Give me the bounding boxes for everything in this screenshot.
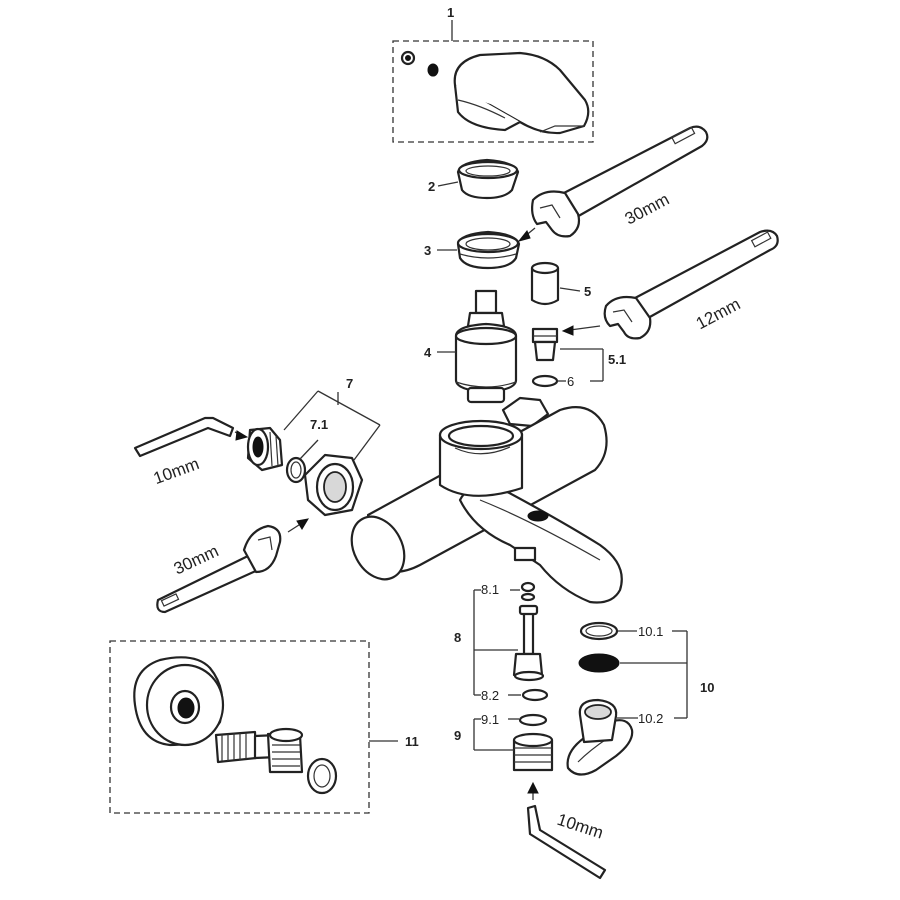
callout-6: 5 — [584, 284, 591, 299]
part-6-cap: 5 — [530, 261, 591, 306]
tool-size-10mm-left: 10mm — [151, 454, 202, 488]
part-11-dashed-box — [109, 640, 370, 814]
tool-size-10mm-bottom: 10mm — [555, 810, 606, 843]
tool-size-12mm: 12mm — [693, 294, 744, 333]
callout-8: 8 — [454, 630, 461, 645]
part-3-nut-ring: 3 — [424, 227, 536, 270]
callout-3: 3 — [424, 243, 431, 258]
callout-5-1: 7.1 — [310, 417, 328, 432]
lever-handle-icon — [453, 51, 590, 135]
part-2-cover-sleeve: 2 — [428, 158, 520, 200]
washer-11-icon — [306, 757, 338, 795]
callout-10-2: 10.2 — [638, 711, 663, 726]
callout-10: 10 — [700, 680, 714, 695]
callout-5: 7 — [346, 376, 353, 391]
callout-4: 4 — [424, 345, 432, 360]
callout-7-1: 6 — [567, 374, 574, 389]
part-1-handle-group: 1 — [392, 5, 594, 143]
part-11-connector-kit: 11 — [109, 640, 419, 814]
leader-6 — [559, 287, 581, 292]
adjustable-wrench-12mm-icon: 12mm — [561, 229, 779, 340]
tool-size-30mm-top: 30mm — [622, 190, 673, 229]
part-4-cartridge: 4 — [424, 289, 518, 404]
callout-9-1: 9.1 — [481, 712, 499, 727]
callout-10-1: 10.1 — [638, 624, 663, 639]
part-1-dashed-box — [392, 40, 594, 143]
part-7-valve: 6 5.1 — [531, 327, 626, 389]
callout-9: 9 — [454, 728, 461, 743]
callout-2: 2 — [428, 179, 435, 194]
o-ring-7-1-icon — [531, 374, 559, 388]
part-8-spindle: 8.1 8.2 8 — [454, 581, 549, 703]
callout-11: 11 — [405, 734, 419, 749]
callout-8-2: 8.2 — [481, 688, 499, 703]
allen-key-10mm-bottom-icon: 10mm — [526, 781, 607, 880]
set-screw-icon — [400, 50, 416, 66]
grub-screw-icon — [427, 63, 439, 77]
callout-1: 1 — [447, 5, 454, 20]
part-9-seat: 9.1 9 — [454, 712, 554, 772]
callout-7: 5.1 — [608, 352, 626, 367]
washer-5-1-icon — [285, 456, 307, 484]
part-10-diverter: 10.1 10.2 10 — [566, 621, 714, 776]
allen-key-10mm-left-icon: 10mm — [133, 416, 249, 488]
mixer-body — [350, 396, 623, 604]
part-5-connector: 7 7.1 — [246, 376, 381, 517]
o-ring-9-1-icon — [518, 713, 548, 727]
adjustable-wrench-30mm-icon: 30mm — [531, 125, 709, 238]
adjustable-wrench-30mm-left-icon: 30mm — [156, 518, 309, 614]
seal-disc-icon — [578, 653, 620, 673]
callout-8-1: 8.1 — [481, 582, 499, 597]
leader-2 — [437, 181, 459, 187]
